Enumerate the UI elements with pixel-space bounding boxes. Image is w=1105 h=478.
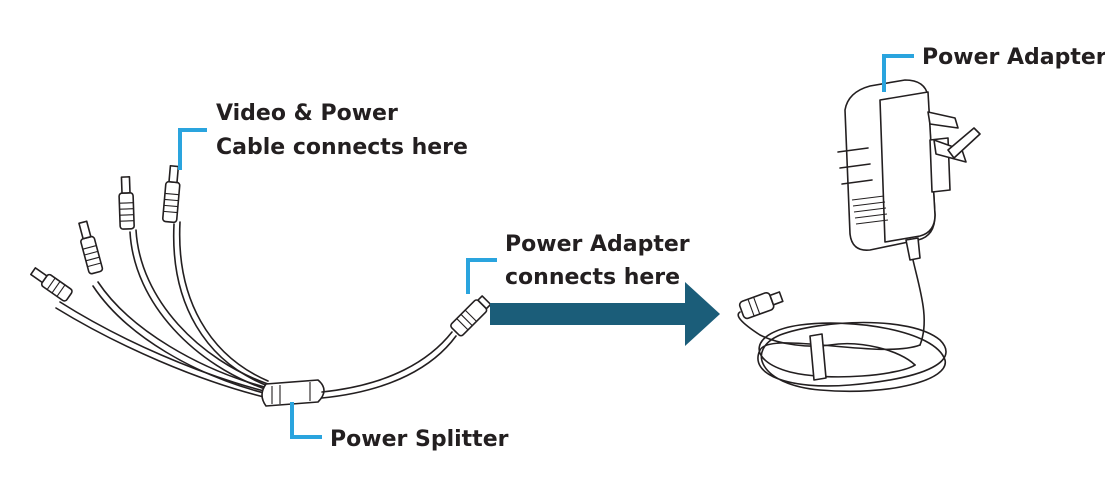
- splitter-body: [261, 379, 325, 407]
- label-power-adapter-connects-line2: connects here: [505, 265, 680, 290]
- dc-plug-2: [78, 220, 104, 275]
- callout-power-splitter: [290, 402, 322, 439]
- callout-power-adapter-connects: [466, 258, 497, 294]
- adapter-dc-plug: [738, 291, 784, 320]
- adapter-coiled-cord: [757, 321, 947, 393]
- label-video-power-line1: Video & Power: [216, 101, 398, 126]
- adapter-body: [837, 79, 951, 251]
- cable-tie: [809, 333, 827, 381]
- splitter-cables: [55, 221, 269, 399]
- callout-power-adapter: [882, 54, 914, 92]
- dc-plug-3: [118, 176, 135, 230]
- label-video-power-line2: Cable connects here: [216, 135, 468, 160]
- connection-arrow: [490, 282, 720, 346]
- power-splitter-illustration: [30, 164, 492, 407]
- power-adapter-illustration: [737, 79, 981, 393]
- label-power-adapter-connects-line1: Power Adapter: [505, 232, 690, 257]
- label-power-splitter: Power Splitter: [330, 427, 509, 452]
- adapter-strain-relief: [905, 237, 921, 261]
- dc-plug-1: [30, 267, 73, 302]
- splitter-female-jack: [450, 295, 492, 337]
- callout-video-power: [178, 128, 207, 170]
- dc-plug-4: [161, 164, 181, 224]
- splitter-output-cable: [321, 331, 453, 393]
- adapter-prongs: [927, 111, 981, 163]
- callout-lines: [178, 54, 914, 439]
- label-power-adapter: Power Adapter: [922, 45, 1105, 70]
